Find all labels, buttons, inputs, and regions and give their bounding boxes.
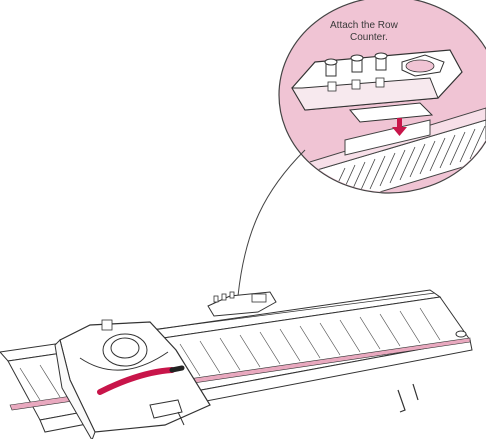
carriage-icon <box>54 319 211 439</box>
callout-line-1: Attach the Row <box>330 20 398 31</box>
callout-line-2: Counter. <box>350 32 388 43</box>
row-counter-icon <box>291 49 463 123</box>
arrow-down-icon <box>392 118 407 136</box>
machine-row-counter <box>207 291 277 317</box>
callout-caption: Attach the Row Counter. <box>330 20 460 44</box>
